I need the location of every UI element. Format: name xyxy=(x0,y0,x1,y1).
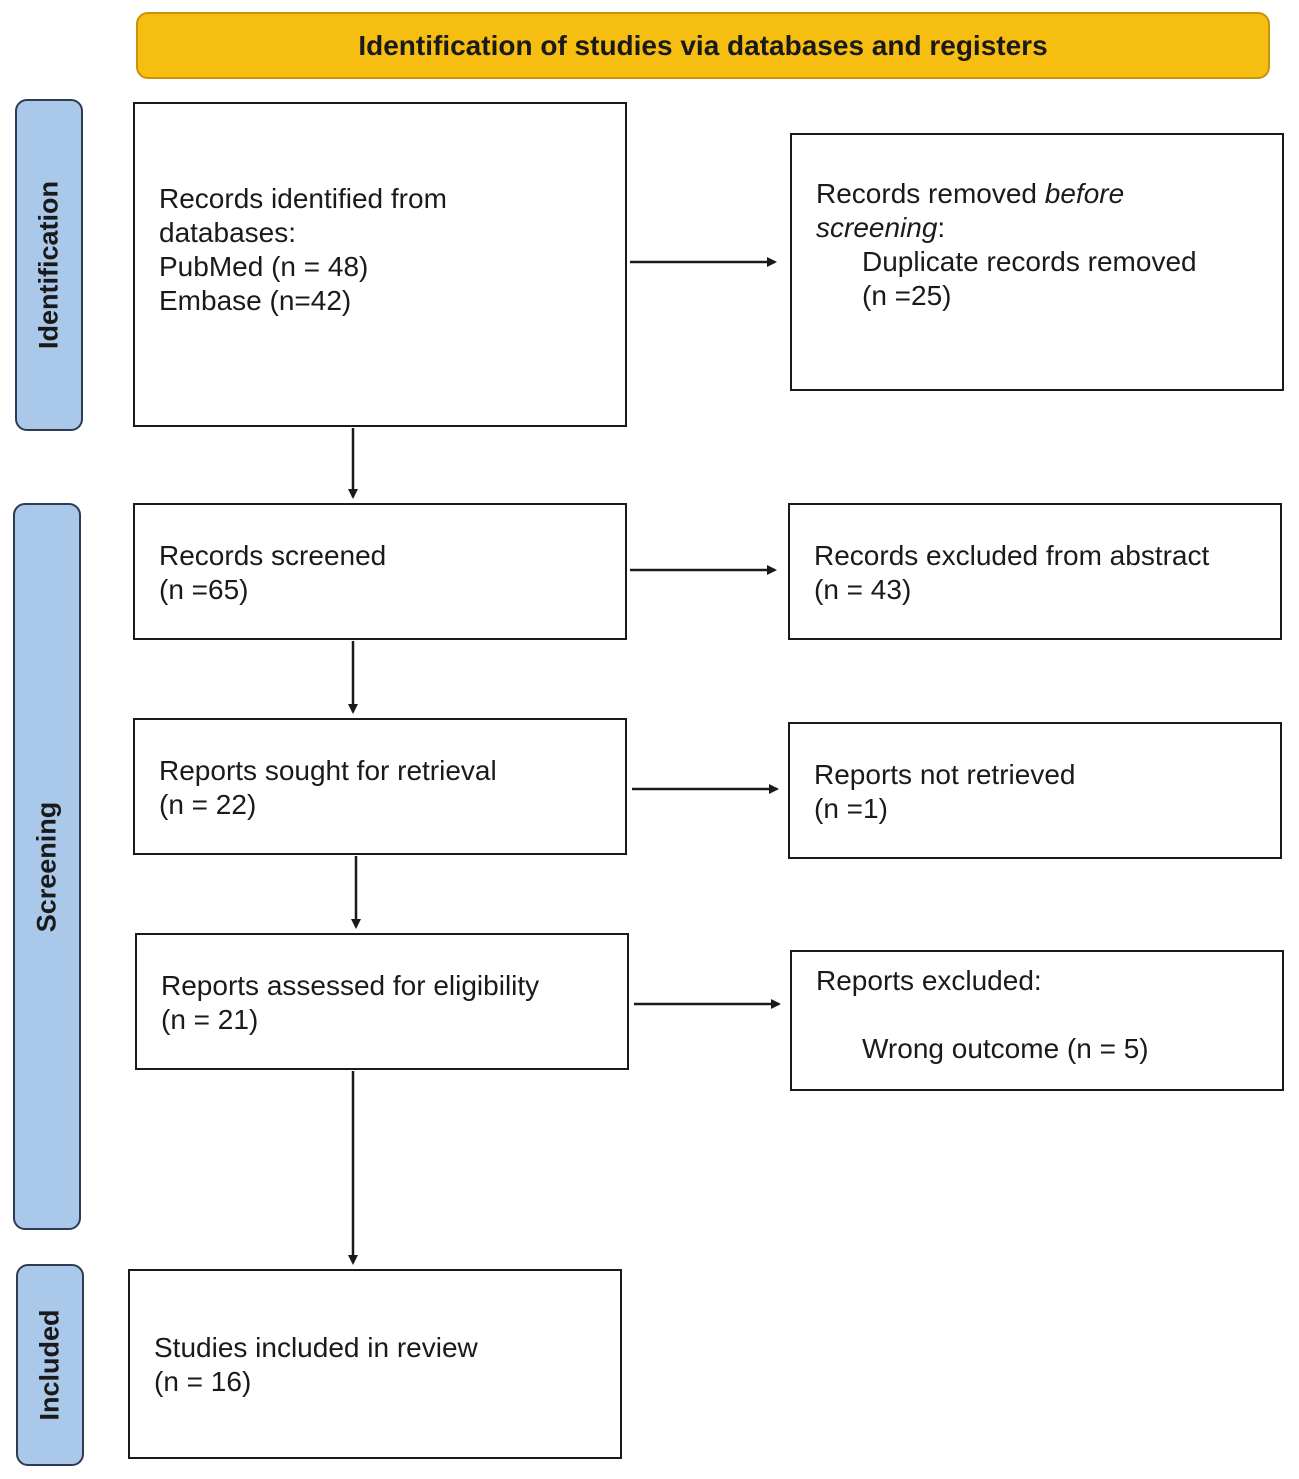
stage-identification: Identification xyxy=(15,99,83,431)
studies-included-line1: Studies included in review xyxy=(154,1332,478,1363)
records-removed-count: (n =25) xyxy=(862,280,952,311)
records-removed-line2: screening: xyxy=(816,211,1274,245)
stage-included: Included xyxy=(16,1264,84,1466)
studies-included-line2: (n = 16) xyxy=(154,1366,252,1397)
flow-header-title: Identification of studies via databases … xyxy=(358,29,1048,61)
reports-excluded-line1: Reports excluded: xyxy=(816,965,1042,996)
records-removed-prefix: Records removed xyxy=(816,178,1045,209)
records-removed-line1: Records removed before xyxy=(816,177,1274,211)
records-removed-colon: : xyxy=(937,212,946,243)
records-removed-duplicates: Duplicate records removed xyxy=(862,246,1197,277)
records-excluded-line1: Records excluded from abstract xyxy=(814,540,1210,571)
stage-screening: Screening xyxy=(13,503,81,1230)
records-identified-embase: Embase (n=42) xyxy=(159,285,352,316)
records-screened-line2: (n =65) xyxy=(159,574,249,605)
records-identified-line2: databases: xyxy=(159,217,296,248)
flow-header: Identification of studies via databases … xyxy=(136,12,1270,79)
box-studies-included: Studies included in review (n = 16) xyxy=(128,1269,622,1459)
reports-sought-line1: Reports sought for retrieval xyxy=(159,755,497,786)
records-removed-italic2: screening xyxy=(816,212,938,243)
reports-not-retrieved-line1: Reports not retrieved xyxy=(814,759,1076,790)
reports-sought-line2: (n = 22) xyxy=(159,789,257,820)
box-reports-excluded: Reports excluded: Wrong outcome (n = 5) xyxy=(790,950,1284,1091)
box-reports-sought: Reports sought for retrieval (n = 22) xyxy=(133,718,627,855)
reports-not-retrieved-line2: (n =1) xyxy=(814,793,888,824)
reports-assessed-line1: Reports assessed for eligibility xyxy=(161,970,540,1001)
box-records-screened: Records screened (n =65) xyxy=(133,503,627,640)
records-removed-italic1: before xyxy=(1044,178,1125,209)
box-records-removed: Records removed before screening: Duplic… xyxy=(790,133,1284,391)
records-identified-line1: Records identified from xyxy=(159,183,447,214)
records-excluded-line2: (n = 43) xyxy=(814,574,912,605)
reports-assessed-line2: (n = 21) xyxy=(161,1004,259,1035)
box-reports-assessed: Reports assessed for eligibility (n = 21… xyxy=(135,933,629,1070)
reports-excluded-reason: Wrong outcome (n = 5) xyxy=(862,1033,1149,1064)
box-records-excluded: Records excluded from abstract (n = 43) xyxy=(788,503,1282,640)
records-identified-pubmed: PubMed (n = 48) xyxy=(159,251,369,282)
box-reports-not-retrieved: Reports not retrieved (n =1) xyxy=(788,722,1282,859)
records-screened-line1: Records screened xyxy=(159,540,387,571)
box-records-identified: Records identified from databases: PubMe… xyxy=(133,102,627,427)
